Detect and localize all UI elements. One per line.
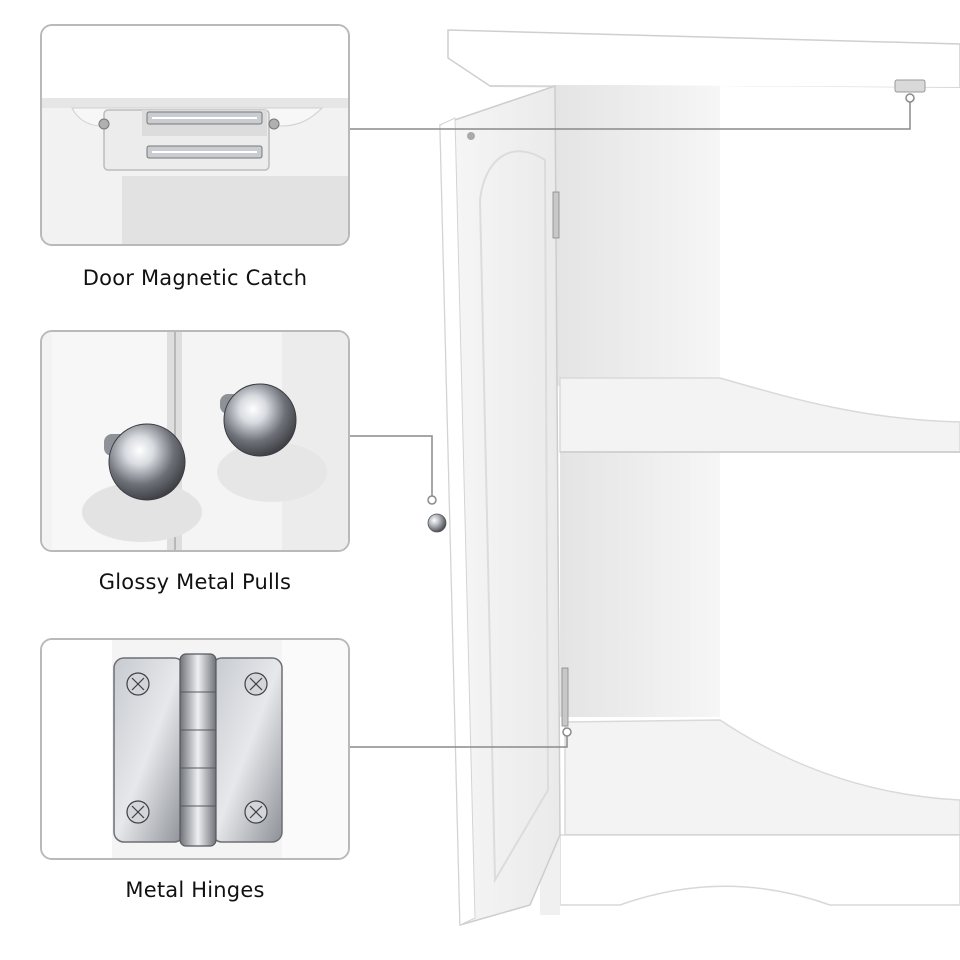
- hinge-icon: [42, 640, 348, 858]
- leader-line-pulls: [350, 435, 433, 500]
- cabinet-shelf-bottom: [564, 719, 960, 836]
- cabinet-base: [540, 834, 960, 915]
- metal-knob-icon: [42, 332, 348, 550]
- caption-metal-hinges: Metal Hinges: [125, 878, 265, 902]
- cabinet-top: [447, 29, 960, 89]
- caption-magnetic-catch: Door Magnetic Catch: [82, 266, 308, 290]
- feature-panel-metal-pulls: [40, 330, 350, 552]
- catch-hardware-small: [467, 79, 926, 140]
- feature-panel-magnetic-catch: [40, 24, 350, 246]
- magnet-catch-icon: [42, 26, 348, 244]
- feature-panel-metal-hinges: [40, 638, 350, 860]
- cabinet-door: [439, 84, 561, 926]
- cabinet-interior: [555, 86, 960, 760]
- cabinet-shelf-middle: [559, 377, 960, 453]
- caption-metal-pulls: Glossy Metal Pulls: [98, 570, 292, 594]
- door-knob-small: [427, 513, 447, 533]
- hinge-hardware-small: [552, 191, 569, 727]
- leader-line-hinges: [350, 732, 568, 748]
- leader-line-catch: [350, 100, 911, 130]
- leader-lines: [350, 93, 915, 748]
